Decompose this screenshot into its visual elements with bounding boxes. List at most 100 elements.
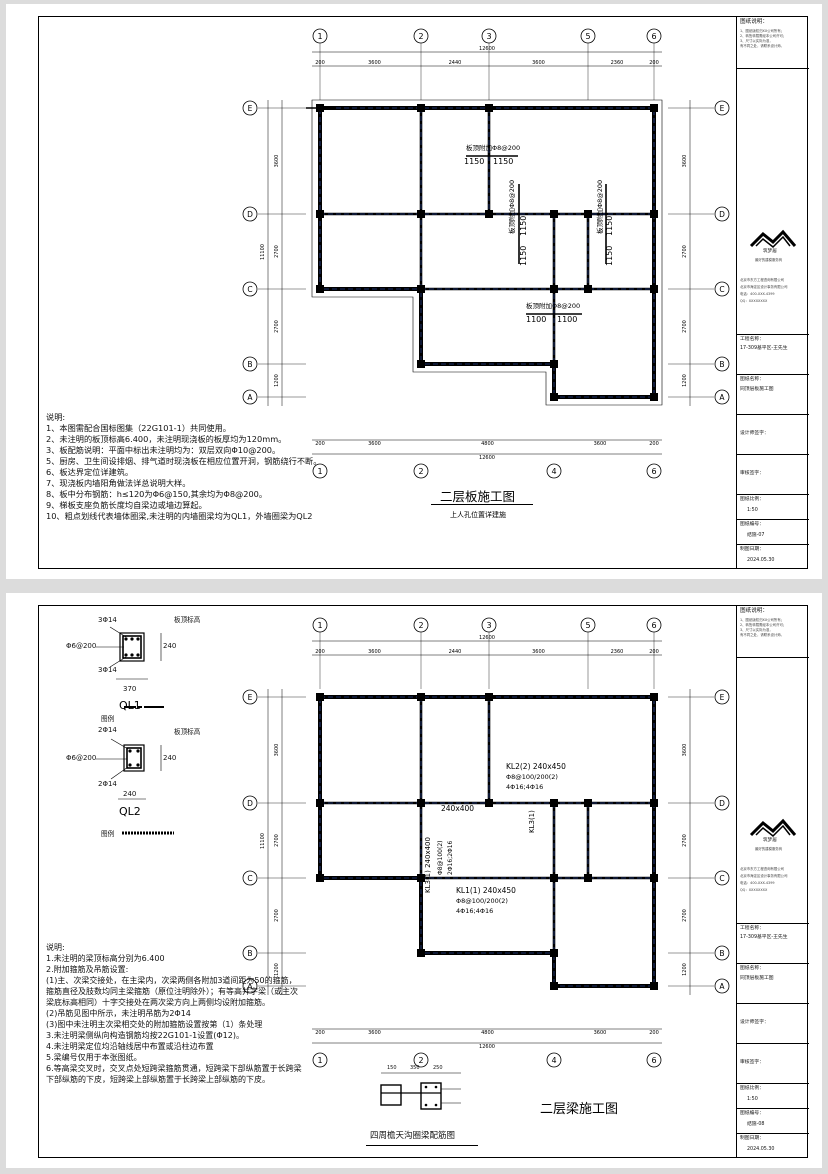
- eave-dim: 350: [410, 1065, 420, 1071]
- note-line: 10、粗点划线代表墙体圈梁,未注明的内墙圈梁均为QL1，外墙圈梁为QL2: [46, 511, 313, 521]
- axis-label-right: A: [719, 982, 725, 991]
- brand-slogan: 最好的建模服务商: [755, 847, 783, 851]
- ql2-bottom-bars: 2Φ14: [98, 780, 117, 788]
- eave-dim: 150: [387, 1065, 397, 1071]
- company-line: 电话：400-XXX-4399: [740, 292, 775, 296]
- axis-label-left: A: [247, 982, 253, 991]
- dim-text: 3600: [274, 744, 280, 757]
- remark-line: 1、图纸版权归XX公司所有；: [740, 618, 785, 622]
- title-block-divider: [737, 1043, 809, 1044]
- dim-total: 12600: [479, 635, 495, 641]
- axis-label-right: C: [719, 285, 724, 294]
- axis-label-left: D: [247, 799, 253, 808]
- date-value: 2024.05.30: [747, 1147, 775, 1152]
- axis-label-bottom: 1: [317, 1056, 322, 1065]
- ql2-section-detail: [96, 738, 174, 835]
- beam-stirrup: Φ8@100/200(2): [506, 773, 558, 781]
- column: [584, 285, 592, 293]
- dim-text: 2700: [274, 909, 280, 922]
- note-line: (1)主、次梁交接处，在主梁内，次梁两侧各附加3道间距为50的箍筋，: [46, 976, 297, 985]
- column: [550, 393, 558, 401]
- dim-text: 1200: [682, 963, 688, 976]
- axis-label-right: B: [719, 360, 724, 369]
- ql1-stirrup: Φ6@200: [66, 642, 97, 650]
- column: [550, 360, 558, 368]
- axis-label-left: B: [247, 949, 252, 958]
- house-logo-icon: [749, 818, 797, 838]
- dim-text: 3600: [368, 1030, 381, 1036]
- notes-heading: 说明:: [46, 412, 66, 422]
- date-label: 制图日期：: [740, 547, 764, 552]
- axis-label-top: 3: [486, 621, 491, 630]
- axis-label-top: 1: [317, 32, 322, 41]
- axis-bubble-bottom: [546, 463, 562, 479]
- beam-bars: 4Φ16;4Φ16: [506, 783, 543, 791]
- slab-dim-text: 1100: [557, 315, 577, 324]
- axis-label-right: D: [719, 799, 725, 808]
- column: [485, 104, 493, 112]
- axis-bubble-right: [714, 356, 730, 372]
- project-label: 工程名称：: [740, 337, 764, 342]
- column: [485, 693, 493, 701]
- dim-text: 1200: [274, 963, 280, 976]
- company-line: QQ：XXXXXXXX: [740, 888, 768, 892]
- exterior-wall: [318, 695, 656, 988]
- column: [550, 982, 558, 990]
- note-line: 5、厨房、卫生间设排烟、排气道时现浇板在相应位置开洞，钢筋绕行不断。: [46, 456, 322, 466]
- axis-label-left: E: [248, 693, 253, 702]
- dim-text: 1200: [682, 374, 688, 387]
- column: [417, 693, 425, 701]
- axis-bubble-left: [242, 389, 258, 405]
- axis-label-top: 6: [651, 621, 656, 630]
- column: [417, 874, 425, 882]
- column: [650, 799, 658, 807]
- company-line: 北京市海淀区设计事务有限公司: [740, 285, 788, 289]
- ring-beam-line: [319, 696, 655, 987]
- column: [417, 949, 425, 957]
- drawing-name-label: 图纸名称：: [740, 377, 764, 382]
- dim-text: 200: [315, 441, 325, 447]
- column: [417, 360, 425, 368]
- axis-label-bottom: 6: [651, 467, 656, 476]
- slab-dim-text: 1150: [605, 216, 614, 236]
- axis-bubble-right: [714, 100, 730, 116]
- beam-stirrup: Φ8@100(2): [437, 841, 444, 876]
- dim-text: 200: [315, 1030, 325, 1036]
- column: [650, 210, 658, 218]
- axis-bubble-left: [242, 945, 258, 961]
- beam-label: KL3(1): [528, 810, 536, 833]
- column: [550, 285, 558, 293]
- axis-bubble-right: [714, 978, 730, 994]
- beam-label: KL1(1) 240x450: [456, 886, 516, 895]
- slab-dim-text: 1150: [519, 216, 528, 236]
- sheet1-border: [38, 16, 808, 569]
- dim-text: 2700: [274, 320, 280, 333]
- note-line: 2.附加箍筋及吊筋设置:: [46, 965, 129, 974]
- ql2-stirrup: Φ6@200: [66, 754, 97, 762]
- dim-text: 3600: [368, 649, 381, 655]
- beam-size-note: 240x400: [441, 804, 474, 813]
- remarks-title: 图纸说明：: [740, 19, 768, 25]
- company-line: 北京市东方工程咨询有限公司: [740, 278, 785, 282]
- axis-label-bottom: 2: [418, 467, 423, 476]
- column: [417, 799, 425, 807]
- note-line: 9、梯板支座负筋长度均自梁边或墙边算起。: [46, 500, 207, 510]
- title-block-divider: [737, 544, 809, 545]
- axis-label-left: C: [247, 285, 252, 294]
- axis-label-top: 6: [651, 32, 656, 41]
- note-line: 2、未注明的板顶标高6.400，未注明现浇板的板厚均为120mm。: [46, 434, 287, 444]
- ql2-width: 240: [123, 790, 137, 798]
- project-value: 17-309基平区-王先生: [740, 346, 788, 351]
- axis-label-bottom: 1: [317, 467, 322, 476]
- axis-bubble-right: [714, 389, 730, 405]
- axis-bubble-left: [242, 795, 258, 811]
- sheet1-notes: 说明: 1、本图需配合国标图集（22G101-1）共同使用。 2、未注明的板顶标…: [46, 412, 321, 522]
- sheet-number-value: 结施-08: [747, 1122, 765, 1127]
- reviewer-signature-label: 审核签字：: [740, 471, 764, 476]
- axis-bubble-left: [242, 356, 258, 372]
- slab-rebar-label: 板顶附加Φ8@200: [595, 180, 604, 234]
- column: [417, 285, 425, 293]
- sheet1-subtitle: 上人孔位置详建施: [450, 511, 506, 519]
- designer-signature-label: 设计师签字：: [740, 431, 769, 436]
